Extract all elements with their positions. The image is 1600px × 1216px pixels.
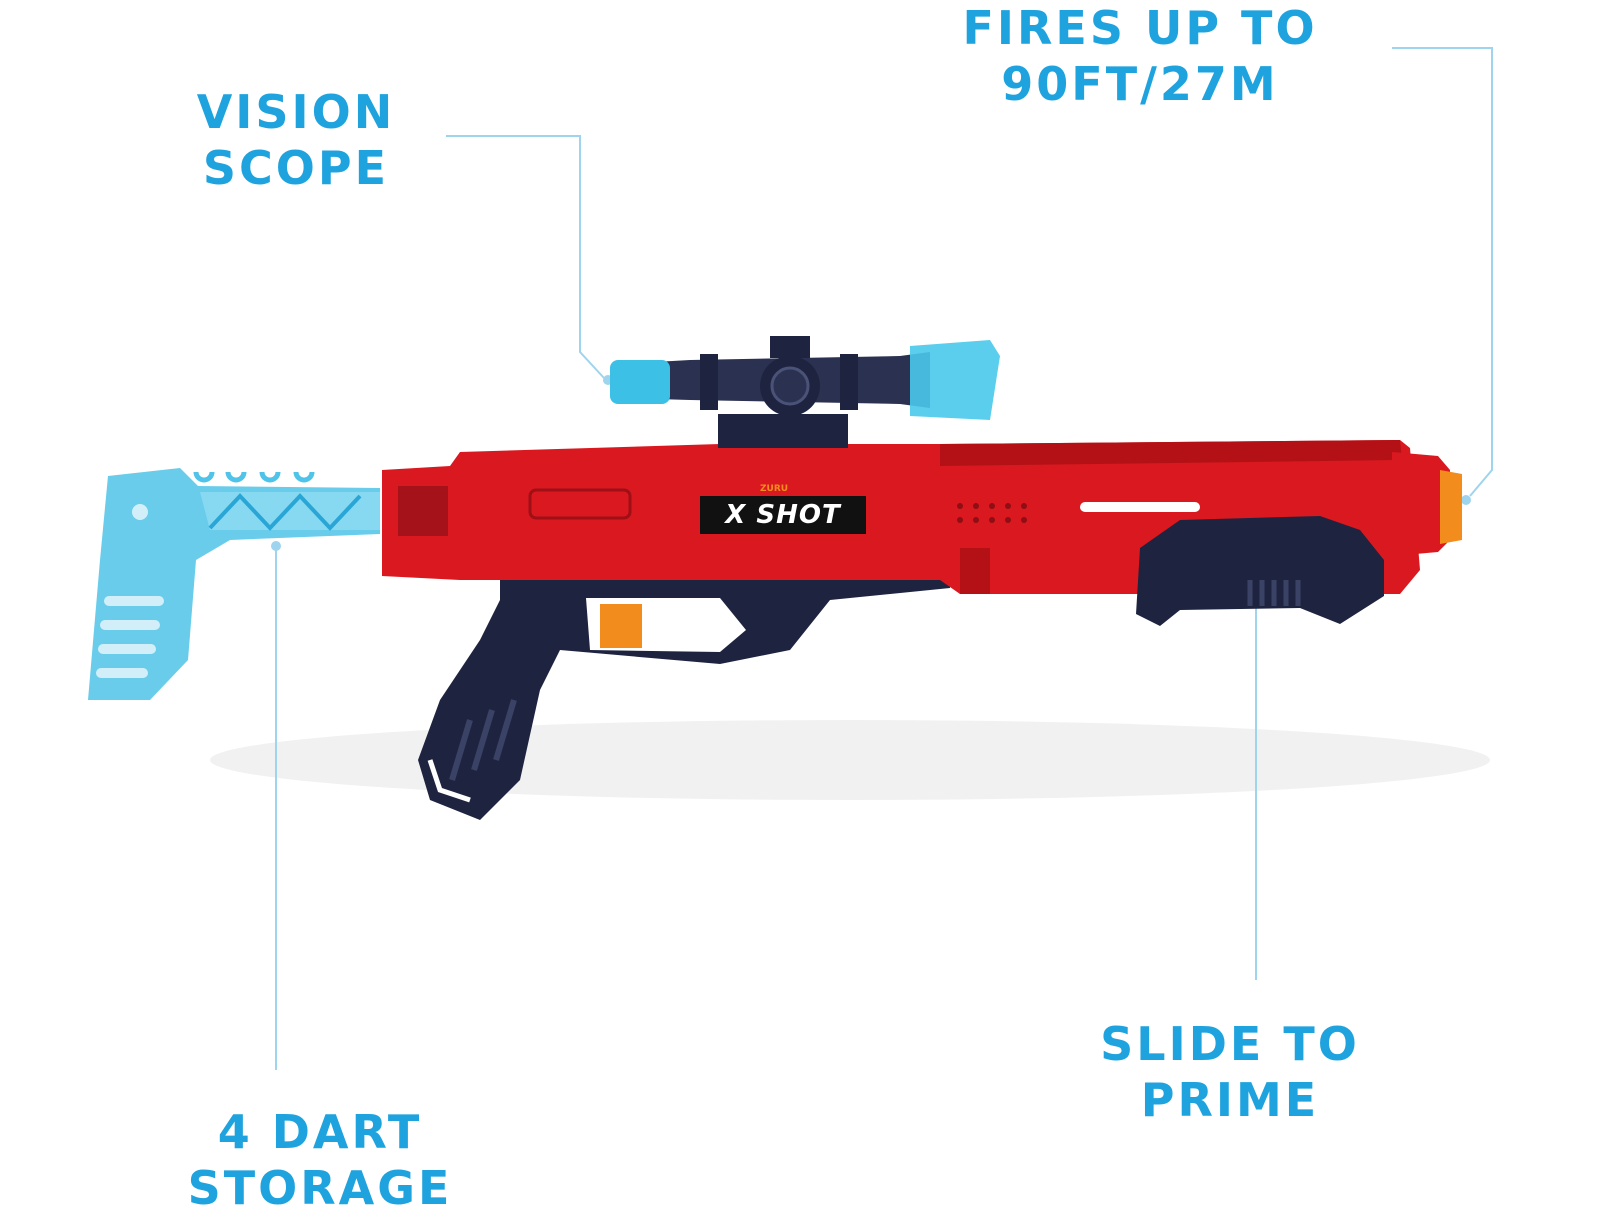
callout-slide-line1: SLIDE TO — [1100, 1017, 1360, 1071]
floor-shadow — [210, 720, 1490, 800]
callout-fires-range: FIRES UP TO 90FT/27M — [930, 0, 1350, 112]
leader-vision-scope — [446, 135, 605, 379]
callout-storage-line1: 4 DART — [217, 1105, 423, 1159]
callout-vision-line2: SCOPE — [202, 141, 390, 195]
xshot-logo-text: X SHOT — [725, 500, 841, 530]
xshot-logo: X SHOT — [700, 496, 866, 534]
pump-slide — [1136, 516, 1384, 626]
callout-vision-line1: VISION — [196, 85, 396, 139]
vision-scope — [610, 336, 1000, 448]
zuru-mark: ZURU — [760, 484, 789, 494]
callout-storage-line2: STORAGE — [187, 1161, 453, 1215]
grip — [418, 556, 950, 820]
callout-vision-scope: VISION SCOPE — [176, 84, 416, 196]
leader-lines — [271, 47, 1493, 1070]
stock — [88, 468, 380, 700]
xshot-logo-plate — [700, 496, 866, 534]
callout-dart-storage: 4 DART STORAGE — [160, 1104, 480, 1216]
trigger — [600, 604, 642, 648]
callout-fires-line1: FIRES UP TO — [962, 1, 1318, 55]
callout-slide-line2: PRIME — [1140, 1073, 1320, 1127]
leader-fires — [1392, 47, 1493, 497]
callout-slide-to-prime: SLIDE TO PRIME — [1080, 1016, 1380, 1128]
callout-fires-line2: 90FT/27M — [1001, 57, 1279, 111]
muzzle-tip — [1440, 470, 1462, 544]
